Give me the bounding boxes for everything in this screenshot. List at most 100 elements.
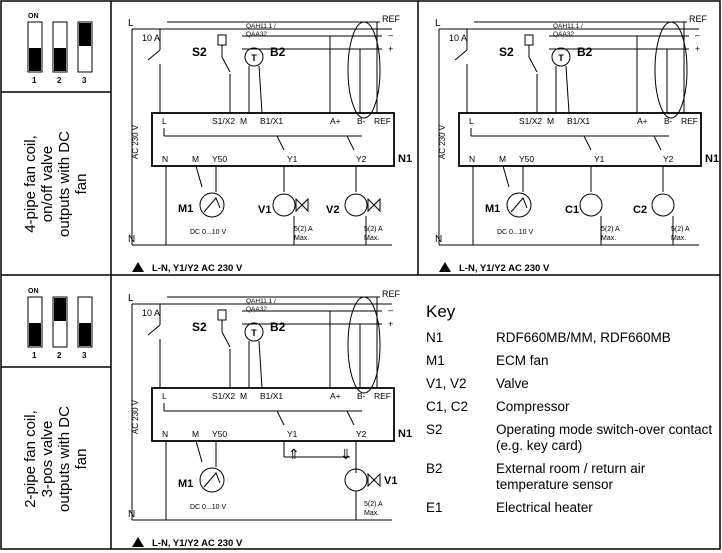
- label-minus: –: [388, 30, 393, 40]
- terminal-top: M: [547, 116, 554, 126]
- warning-label: L-N, Y1/Y2 AC 230 V: [152, 538, 243, 549]
- B2-sensor-icon: [551, 47, 571, 67]
- terminal-bottom: Y50: [212, 154, 227, 164]
- qaa-line1: QAH11.1 /: [246, 298, 276, 305]
- terminal-bottom: Y50: [519, 154, 534, 164]
- controller-N1: [151, 112, 395, 167]
- M1-fan-icon: [199, 192, 225, 218]
- key-description: ECM fan: [496, 353, 549, 368]
- terminal-bottom: Y2: [356, 429, 367, 439]
- label-B2: B2: [270, 45, 286, 59]
- B2-wire2: [565, 65, 570, 114]
- down-arrow-icon: ⇓: [340, 446, 352, 462]
- label-L: L: [128, 18, 134, 29]
- label-out1: V1: [384, 475, 397, 487]
- M1-fan-icon: [506, 192, 532, 218]
- terminal-bottom: Y50: [212, 429, 227, 439]
- terminal-top: A+: [637, 116, 648, 126]
- wire-M: [195, 440, 203, 463]
- fuse-label: 10 A: [142, 308, 160, 318]
- label-S2: S2: [192, 45, 207, 59]
- controller-N1: [458, 112, 702, 167]
- terminal-top: REF: [374, 391, 391, 401]
- output2-icon: [651, 193, 675, 217]
- terminal-top: A+: [330, 391, 341, 401]
- key-code: B2: [426, 461, 443, 476]
- label-N1: N1: [398, 428, 412, 440]
- dip-number: 2: [57, 76, 62, 85]
- key-title: Key: [426, 302, 456, 321]
- terminal-bottom: N: [162, 429, 168, 439]
- valve-icon: [367, 472, 381, 488]
- wire-M: [195, 165, 203, 188]
- dip-switch-2: [52, 296, 68, 348]
- dip-number: 3: [82, 76, 87, 85]
- label-S2: S2: [192, 320, 207, 334]
- S2-box: [524, 34, 534, 46]
- terminal-top: B-: [357, 391, 366, 401]
- S2-box: [217, 309, 227, 321]
- B2-sensor-icon: [244, 322, 264, 342]
- warning-label: L-N, Y1/Y2 AC 230 V: [152, 263, 243, 274]
- label-out1: V1: [258, 204, 271, 216]
- key-description: Electrical heater: [496, 500, 593, 515]
- label-rating2: 5(2) A: [364, 226, 383, 233]
- terminal-bottom: N: [469, 154, 475, 164]
- key-code: V1, V2: [426, 376, 467, 391]
- key-description: Valve: [496, 376, 529, 391]
- M1-fan-glyph: [203, 472, 221, 488]
- fuse-switch: [454, 49, 468, 61]
- label-minus: –: [695, 30, 700, 40]
- dip-on-label: ON: [28, 13, 39, 20]
- output2-icon: [344, 193, 368, 217]
- qaa-line2: QAA32: [553, 31, 574, 38]
- label-N1: N1: [398, 153, 412, 165]
- label-L: L: [435, 18, 441, 29]
- label-plus: +: [388, 44, 393, 54]
- cable-loop: [654, 21, 688, 119]
- terminal-top: S1/X2: [212, 116, 235, 126]
- terminal-bottom: M: [192, 429, 199, 439]
- label-max2: Max.: [364, 235, 379, 242]
- label-B2: B2: [270, 320, 286, 334]
- supply-label: AC 230 V: [131, 399, 140, 434]
- warning-icon: [132, 537, 144, 547]
- key-code: C1, C2: [426, 399, 469, 414]
- terminal-bottom: Y1: [594, 154, 605, 164]
- dip-number: 3: [82, 351, 87, 360]
- key-row: E1 Electrical heater: [426, 500, 716, 516]
- fuse-label: 10 A: [142, 33, 160, 43]
- qaa-line1: QAH11.1 /: [246, 23, 276, 30]
- B2-T: T: [558, 53, 564, 63]
- fuse-switch: [147, 324, 161, 336]
- label-plus: +: [388, 319, 393, 329]
- S2-contact: [221, 331, 231, 348]
- controller-N1: [151, 387, 395, 442]
- wire-M: [502, 165, 510, 188]
- label-N1: N1: [705, 153, 719, 165]
- output1-icon: [579, 193, 603, 217]
- label-max: Max.: [364, 510, 379, 517]
- dip-number: 1: [32, 76, 37, 85]
- output1-icon: [272, 193, 296, 217]
- terminal-top: M: [240, 391, 247, 401]
- relay-2: [346, 410, 355, 426]
- dip-switch-row1: ON 1 2 3: [27, 13, 93, 85]
- terminal-bottom: M: [499, 154, 506, 164]
- terminal-bottom: N: [162, 154, 168, 164]
- B2-wire2: [258, 340, 263, 389]
- key-description: External room / return air temperature s…: [496, 461, 646, 492]
- key-row: V1, V2 Valve: [426, 376, 716, 392]
- dip-number: 1: [32, 351, 37, 360]
- terminal-bottom: Y2: [356, 154, 367, 164]
- M1-fan-glyph: [510, 197, 528, 213]
- dip-switch-row2: ON 1 2 3: [27, 288, 93, 360]
- dip-number: 2: [57, 351, 62, 360]
- key-code: E1: [426, 500, 443, 515]
- terminal-top: B1/X1: [260, 116, 283, 126]
- terminal-top: L: [162, 116, 167, 126]
